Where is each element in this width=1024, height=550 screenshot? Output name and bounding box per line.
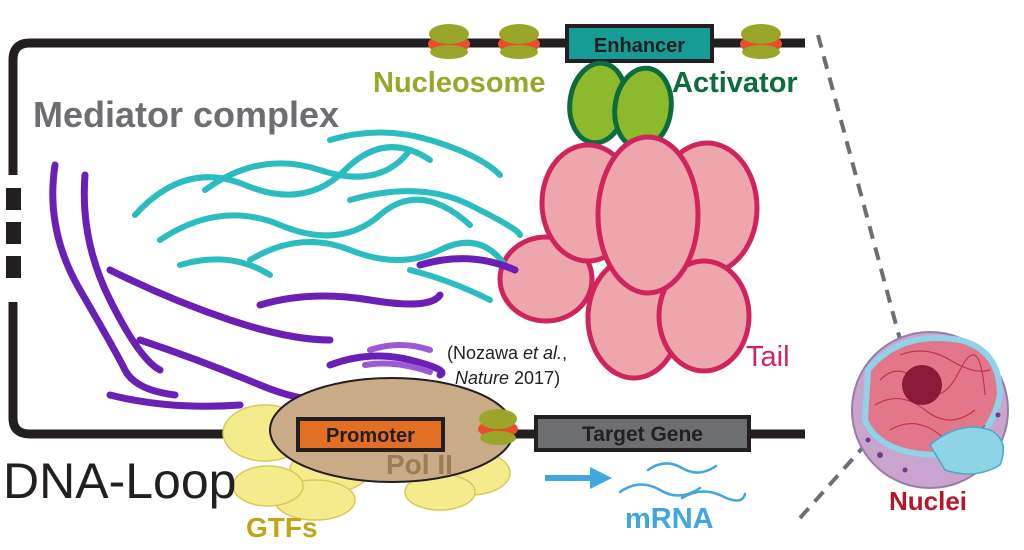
- enhancer-label: Enhancer: [594, 35, 685, 57]
- target-gene-label: Target Gene: [582, 423, 703, 446]
- gtfs-label: GTFs: [246, 512, 318, 543]
- mediator-tail: [497, 134, 760, 381]
- nuclei-label: Nuclei: [889, 486, 967, 516]
- pol2-label: Pol II: [386, 449, 453, 480]
- nucleosome: [740, 24, 782, 59]
- mrna-label: mRNA: [625, 503, 714, 535]
- promoter-label: Promoter: [326, 425, 415, 447]
- dna-loop-label: DNA-Loop: [3, 453, 236, 509]
- nucleosome: [428, 24, 470, 59]
- citation-line-1: (Nozawa et al.,: [447, 343, 567, 363]
- mediator-complex-label: Mediator complex: [33, 94, 339, 135]
- mrna-strands: [618, 462, 747, 502]
- tail-label: Tail: [746, 341, 790, 373]
- activator-label: Activator: [672, 67, 798, 99]
- dna-loop-strand: [8, 38, 805, 439]
- nucleosome-label: Nucleosome: [373, 67, 545, 99]
- mediator-protein-structure: [49, 129, 523, 410]
- target-gene-box: [534, 415, 751, 452]
- dna-loop-gap-dashes: [6, 188, 21, 278]
- promoter-box: [296, 417, 445, 452]
- enhancer-box: [565, 24, 714, 63]
- cell-nucleus-illustration: [851, 331, 1009, 489]
- citation-line-2: Nature 2017): [455, 368, 560, 388]
- nucleosome: [478, 409, 518, 445]
- transcription-arrow: [545, 467, 612, 489]
- nucleosome: [498, 24, 540, 59]
